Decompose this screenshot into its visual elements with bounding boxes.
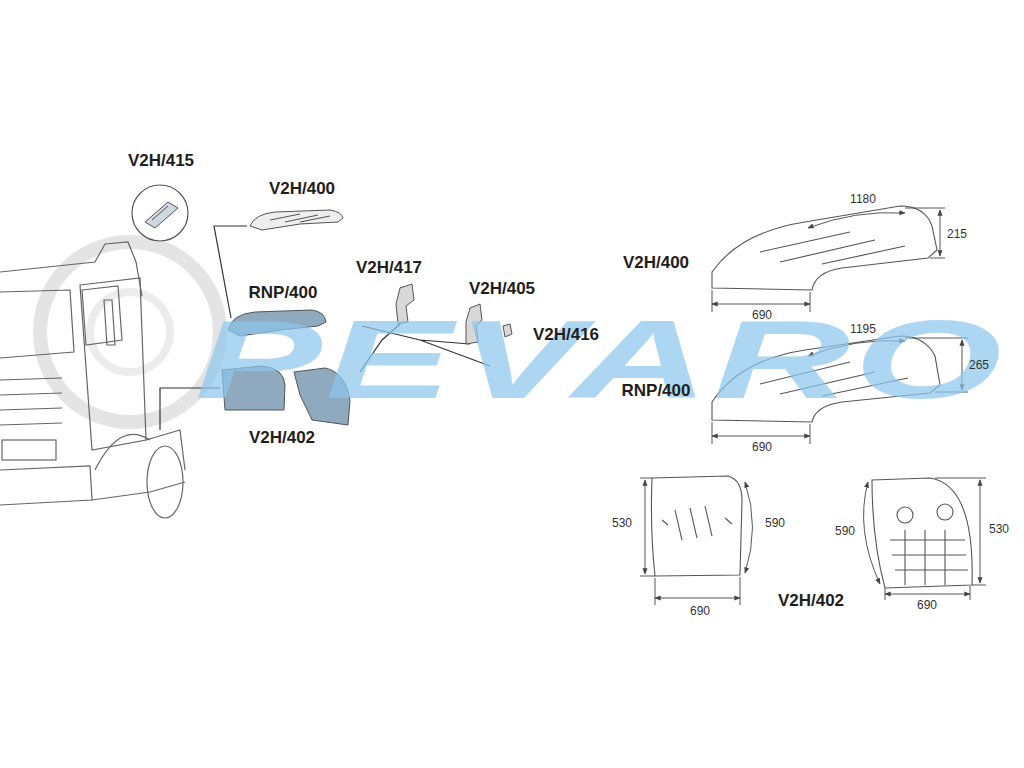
- dimension-line-piece: [640, 478, 655, 576]
- logo-ring-piece: [40, 242, 220, 422]
- truck-outline-piece: [0, 378, 62, 425]
- part-number: RNP/400: [249, 284, 318, 303]
- dimension-line-piece: [645, 480, 646, 574]
- callout-circle-piece: [132, 185, 188, 241]
- dimension-line-piece: [885, 594, 970, 595]
- truck-outline-piece: [146, 430, 185, 470]
- truck-outline-piece: [104, 300, 115, 345]
- mudflap-drawing-piece: [937, 504, 953, 520]
- mudflap-drawing-piece: [662, 506, 732, 540]
- part-number: V2H/400: [623, 254, 689, 273]
- part-number: V2H/402: [778, 592, 844, 611]
- dimension-line-piece: [655, 577, 740, 605]
- truck-outline-piece: [147, 446, 183, 518]
- dimension-line-piece: [655, 598, 740, 599]
- mudflap-drawing-piece: [872, 478, 972, 588]
- dimension-value: 1195: [850, 323, 876, 336]
- dimension-line-piece: [808, 213, 905, 228]
- watermark: PEVARO: [195, 298, 1005, 421]
- dimension-value: 690: [752, 441, 772, 454]
- dimension-line-piece: [712, 436, 810, 437]
- dimension-value: 690: [690, 605, 710, 618]
- fender-drawing-piece: [712, 206, 937, 290]
- mudflap-drawing-piece: [651, 476, 742, 576]
- fender-drawing-piece: [760, 232, 905, 264]
- part-number: V2H/415: [128, 152, 194, 171]
- truck-outline: [0, 242, 185, 518]
- truck-outline-piece: [0, 466, 92, 505]
- part-number: V2H/416: [533, 326, 599, 345]
- dimension-line-piece: [745, 482, 753, 573]
- dimension-line-piece: [864, 482, 880, 584]
- dimension-value: 1180: [850, 193, 876, 206]
- part-number: V2H/417: [356, 259, 422, 278]
- truck-outline-piece: [2, 440, 56, 460]
- logo-ring: [40, 242, 220, 422]
- truck-outline-piece: [0, 290, 74, 358]
- truck-outline-piece: [82, 286, 122, 345]
- dimension-value: 265: [969, 359, 989, 372]
- dimension-line-piece: [935, 478, 986, 585]
- truck-outline-piece: [0, 242, 142, 296]
- truck-outline-piece: [80, 278, 146, 450]
- dimension-line-piece: [980, 480, 981, 583]
- dimension-value: 530: [612, 517, 632, 530]
- callout-circle: [132, 185, 188, 241]
- truck-outline-piece: [92, 482, 185, 500]
- dimension-value: 530: [989, 523, 1009, 536]
- truck-outline-piece: [95, 434, 150, 470]
- dimension-value: 590: [765, 517, 785, 530]
- dimension-value: 590: [835, 525, 855, 538]
- logo-ring-piece: [90, 292, 170, 372]
- mudflap-drawing: [651, 476, 972, 588]
- mudflap-drawing-piece: [897, 507, 913, 523]
- part-number: RNP/400: [622, 382, 691, 401]
- dimension-value: 690: [752, 309, 772, 322]
- part-number: V2H/402: [249, 429, 315, 448]
- dimension-line-piece: [940, 210, 941, 256]
- dimension-line-piece: [885, 586, 970, 600]
- callout-circle-piece: [152, 206, 168, 220]
- part-number: V2H/405: [469, 280, 535, 299]
- part-shape-piece: [270, 214, 330, 222]
- dimension-value: 690: [917, 599, 937, 612]
- dimension-line-piece: [905, 208, 945, 258]
- callout-circle-piece: [145, 202, 178, 228]
- part-shape-piece: [250, 210, 343, 230]
- dimension-value: 215: [947, 228, 967, 241]
- mudflap-drawing-piece: [890, 530, 968, 585]
- part-number: V2H/400: [269, 180, 335, 199]
